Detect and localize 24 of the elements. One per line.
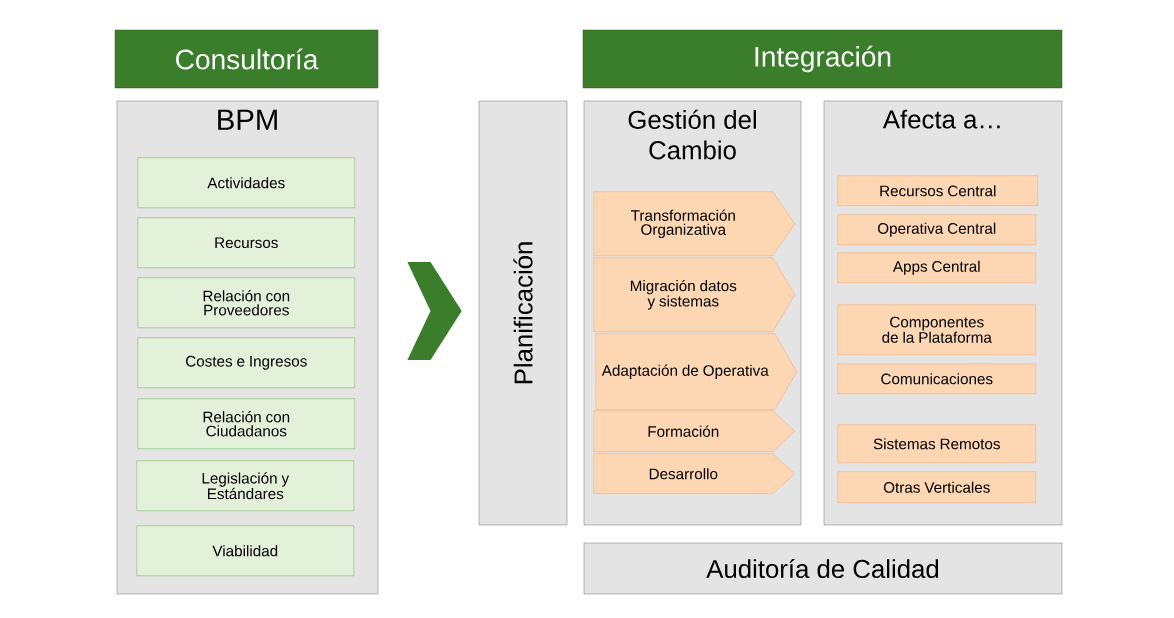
item-box: Legislación y Estándares (136, 460, 354, 511)
item-box: Actividades (137, 157, 355, 208)
header-band: Consultoría (114, 29, 379, 89)
item-box: Comunicaciones (837, 363, 1036, 394)
item-box: Viabilidad (136, 525, 354, 576)
item-box: Recursos Central (837, 175, 1038, 206)
arrow-box: Migración datos y sistemas (593, 257, 795, 332)
chevron-arrow (407, 262, 462, 360)
item-box: Recursos (137, 217, 355, 268)
item-box: Relación con Proveedores (137, 277, 355, 328)
arrow-box: Adaptación de Operativa (595, 333, 797, 410)
item-box: Apps Central (837, 252, 1036, 283)
item-box: Operativa Central (837, 214, 1036, 245)
arrow-box: Desarrollo (593, 453, 795, 494)
arrow-box: Formación (593, 410, 795, 452)
item-box: Sistemas Remotos (837, 424, 1036, 463)
item-box: Componentes de la Plataforma (837, 304, 1036, 355)
arrow-box: Transformación Organizativa (593, 191, 795, 256)
vertical-panel: Planificación (478, 100, 568, 526)
item-box: Costes e Ingresos (137, 337, 355, 388)
footer-bar: Auditoría de Calidad (583, 542, 1063, 595)
header-band: Integración (582, 29, 1063, 89)
item-box: Relación con Ciudadanos (137, 398, 355, 449)
item-box: Otras Verticales (837, 471, 1036, 503)
